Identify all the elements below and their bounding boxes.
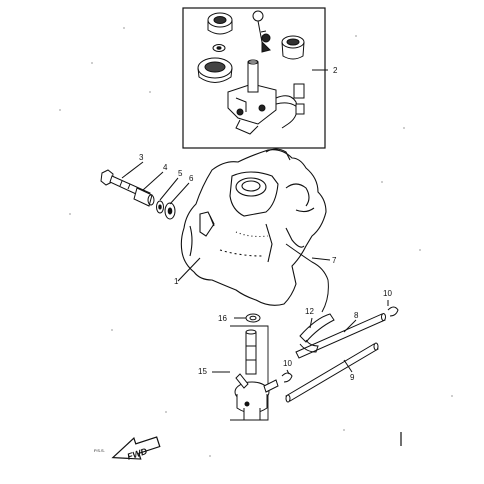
callout-7: 7 — [332, 256, 337, 265]
ignition-switch-box — [182, 7, 326, 149]
fwd-small-text: P.S.S. — [94, 448, 105, 453]
fuel-sender-wire — [285, 243, 331, 313]
callout-9: 9 — [350, 373, 355, 382]
callout-12: 12 — [305, 307, 314, 316]
callout-2: 2 — [333, 66, 338, 75]
callout-10-top: 10 — [383, 289, 392, 298]
callout-10-bottom: 10 — [283, 359, 292, 368]
fuel-tank — [177, 148, 327, 306]
fwd-arrow: FWD P.S.S. — [94, 436, 161, 462]
ignition-switch-assembly — [182, 7, 328, 149]
callout-1: 1 — [174, 277, 179, 286]
callout-5: 5 — [178, 169, 183, 178]
callout-6: 6 — [189, 174, 194, 183]
bolt-and-washers — [100, 161, 190, 220]
callout-4: 4 — [163, 163, 168, 172]
callout-3: 3 — [139, 153, 144, 162]
fuel-cock-assembly — [212, 313, 279, 421]
callout-15: 15 — [198, 367, 207, 376]
print-speckles — [59, 27, 453, 457]
callout-labels: 1 2 3 4 5 6 7 8 9 10 10 12 15 16 — [139, 66, 392, 382]
fuel-hoses — [285, 313, 386, 403]
hose-clips — [281, 300, 399, 383]
callout-16: 16 — [218, 314, 227, 323]
callout-8: 8 — [354, 311, 359, 320]
